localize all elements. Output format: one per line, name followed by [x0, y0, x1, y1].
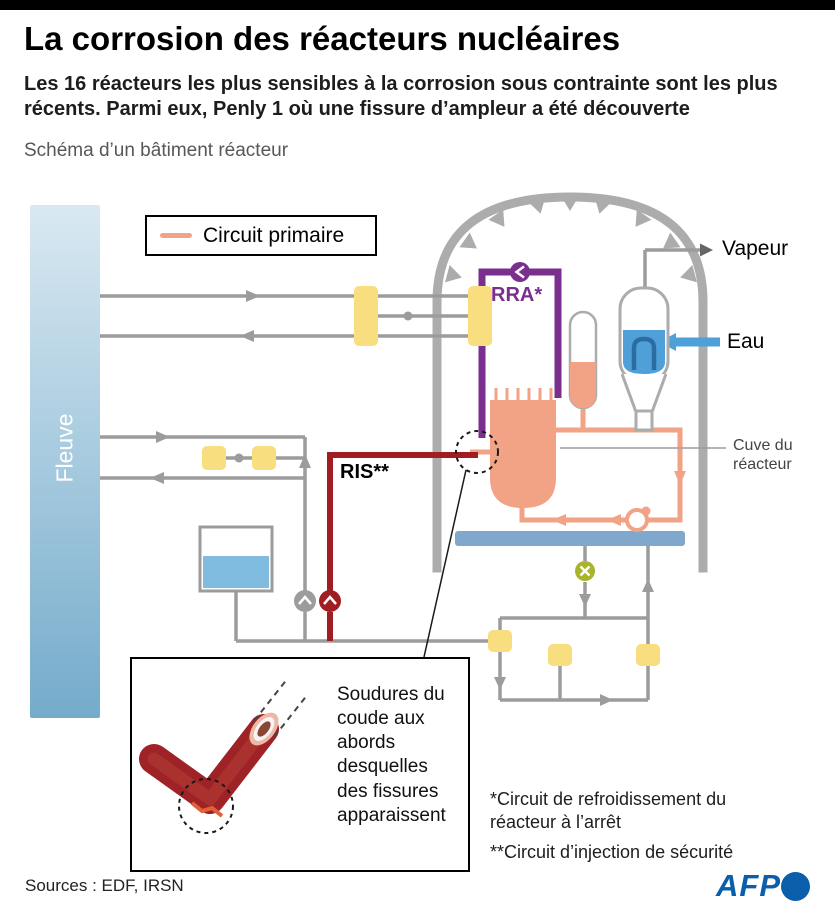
pressurizer: [568, 310, 598, 410]
crack-zone-marker: [178, 778, 234, 834]
inset-pointer-line: [423, 469, 467, 658]
valve: [202, 446, 226, 470]
rra-circuit: [478, 262, 562, 438]
pipe-cross-section: [249, 712, 279, 746]
river-label: Fleuve: [51, 413, 78, 483]
rra-label: RRA*: [491, 284, 543, 306]
valve-blocks: [202, 286, 660, 666]
primary-circuit-swatch: [160, 233, 192, 238]
intro-text: Les 16 réacteurs les plus sensibles à la…: [24, 73, 778, 120]
reactor-vessel: [490, 388, 556, 508]
rra-pump: [510, 262, 530, 282]
u-tube-bundle: [631, 336, 657, 370]
legend-box: Circuit primaire: [145, 215, 377, 256]
valve: [488, 630, 512, 652]
page-title: La corrosion des réacteurs nucléaires: [24, 20, 621, 57]
steam-arrow-icon: [700, 243, 713, 257]
valve: [548, 644, 572, 666]
pipe-elbow-illustration: [139, 677, 309, 834]
isolation-valve: [575, 561, 595, 581]
river-bar: [30, 205, 100, 718]
afp-logo: AFP: [716, 868, 781, 903]
cooling-pipes: [100, 248, 700, 702]
spray-nozzle-icons: [444, 196, 698, 283]
steam-label: Vapeur: [722, 237, 789, 260]
ris-label: RIS**: [340, 461, 389, 483]
top-bar: [0, 0, 835, 10]
flow-arrows: [150, 290, 654, 706]
valve: [636, 644, 660, 666]
diagram-caption: Schéma d’un bâtiment réacteur: [24, 140, 289, 161]
primary-circuit-label: Circuit primaire: [203, 223, 345, 247]
weld-detail-inset: Soudures du coude aux abords desquelles …: [130, 657, 470, 872]
valve: [468, 286, 492, 346]
ris-circuit: [319, 452, 478, 641]
control-rod-drives: [494, 388, 553, 400]
inset-caption: Soudures du coude aux abords desquelles …: [337, 684, 446, 826]
water-tank: [198, 525, 274, 593]
vessel-label: Cuve du réacteur: [733, 437, 793, 474]
ris-pump: [319, 590, 341, 612]
fuel-pool: [455, 531, 685, 546]
ris-footnote: **Circuit d’injection de sécurité: [490, 842, 734, 862]
valve: [252, 446, 276, 470]
primary-pump: [625, 508, 649, 532]
crack-mark: [190, 801, 224, 818]
water-label: Eau: [727, 330, 765, 353]
rra-footnote: *Circuit de refroidissement du réacteur …: [490, 789, 727, 832]
valve: [354, 286, 378, 346]
weld-zone-marker: [455, 430, 499, 474]
afp-globe-icon: [781, 872, 810, 901]
steam-generator: [618, 286, 670, 432]
charging-pump: [294, 590, 316, 612]
sources-text: Sources : EDF, IRSN: [25, 876, 184, 895]
